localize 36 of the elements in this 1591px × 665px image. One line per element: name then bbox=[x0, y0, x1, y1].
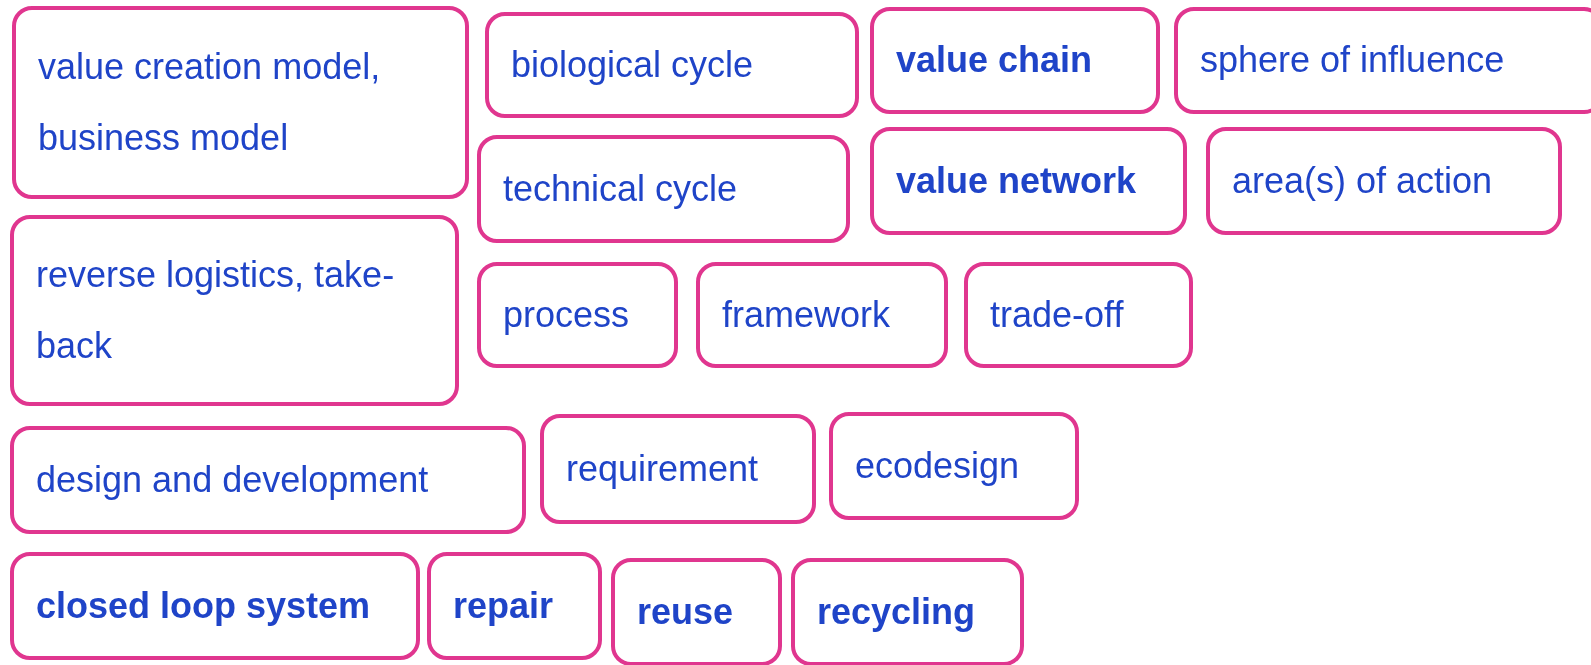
term-box bbox=[1206, 127, 1562, 235]
term-box bbox=[10, 552, 420, 660]
term-text: trade-off bbox=[990, 292, 1124, 337]
term-box bbox=[611, 558, 782, 665]
term-box bbox=[540, 414, 816, 524]
term-text: value network bbox=[896, 158, 1137, 203]
term-text: value chain bbox=[896, 38, 1093, 83]
term-box bbox=[791, 558, 1024, 665]
term-text: closed loop system bbox=[36, 583, 371, 628]
term-text: recycling bbox=[817, 589, 976, 634]
term-box bbox=[485, 12, 859, 118]
term-box bbox=[870, 7, 1160, 114]
term-text: reuse bbox=[637, 589, 734, 634]
term-text: process bbox=[503, 292, 630, 337]
term-text: framework bbox=[722, 292, 891, 337]
term-text: value creation model, business model bbox=[38, 45, 382, 160]
term-text: ecodesign bbox=[855, 443, 1020, 488]
term-text: repair bbox=[453, 583, 554, 628]
term-text: area(s) of action bbox=[1232, 158, 1493, 203]
term-box bbox=[10, 215, 459, 406]
term-text: biological cycle bbox=[511, 42, 754, 87]
term-box bbox=[477, 135, 850, 243]
term-text: reverse logistics, take-back bbox=[36, 253, 396, 368]
term-text: technical cycle bbox=[503, 166, 738, 211]
term-text: sphere of influence bbox=[1200, 38, 1505, 83]
term-text: design and development bbox=[36, 457, 429, 502]
term-box bbox=[12, 6, 469, 199]
term-box bbox=[829, 412, 1079, 520]
term-box bbox=[10, 426, 526, 534]
term-box bbox=[696, 262, 948, 368]
term-box bbox=[964, 262, 1193, 368]
term-box bbox=[870, 127, 1187, 235]
term-box bbox=[427, 552, 602, 660]
term-box bbox=[477, 262, 678, 368]
term-box bbox=[1174, 7, 1591, 114]
term-text: requirement bbox=[566, 446, 759, 491]
